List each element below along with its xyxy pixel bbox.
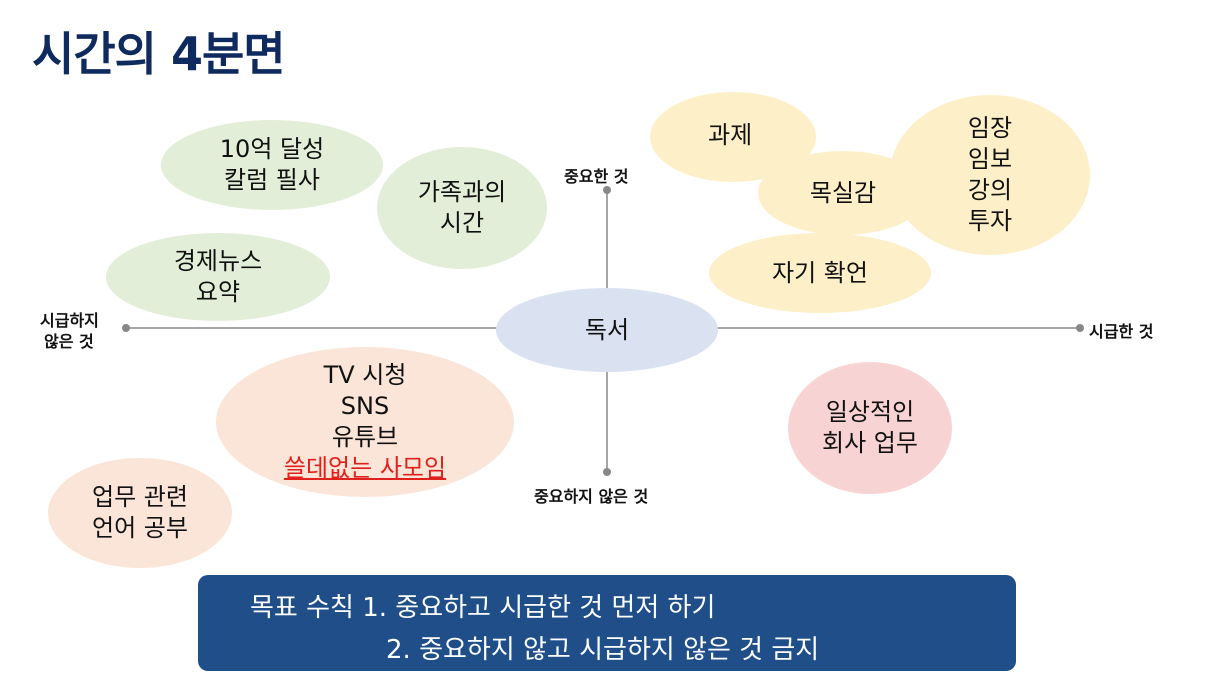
axis-label-important: 중요한 것 <box>564 167 629 186</box>
bubble-text: TV 시청 <box>323 361 407 389</box>
goal-rule-1: 목표 수칙 1. 중요하고 시급한 것 먼저 하기 <box>250 593 716 623</box>
bubble-text: 칼럼 필사 <box>224 166 320 194</box>
bubble-text: 일상적인 <box>825 398 915 426</box>
axis-label-not-urgent-2: 않은 것 <box>44 332 94 351</box>
bubble-text: 강의 <box>967 176 1013 204</box>
axis-end-dot <box>603 186 611 194</box>
bubble-news: 경제뉴스 요약 <box>106 233 330 321</box>
bubble-waste: TV 시청 SNS 유튜브 쓸데없는 사모임 <box>216 347 514 497</box>
bubble-text: 회사 업무 <box>822 429 918 457</box>
bubble-text: 자기 확언 <box>772 258 868 287</box>
bubble-text: 유튜브 <box>331 423 399 451</box>
bubble-text: 시간 <box>439 209 485 237</box>
bubble-text: SNS <box>340 392 390 420</box>
bubble-text: 경제뉴스 <box>173 247 263 275</box>
bubble-text: 독서 <box>584 315 630 344</box>
bubble-text: 가족과의 <box>417 178 507 206</box>
goal-rule-2: 2. 중요하지 않고 시급하지 않은 것 금지 <box>386 635 820 665</box>
bubble-text: 요약 <box>195 278 241 306</box>
bubble-text: 임보 <box>967 145 1013 173</box>
bubble-invest: 임장 임보 강의 투자 <box>890 95 1090 255</box>
bubble-text: 10억 달성 <box>219 135 325 163</box>
axis-end-dot <box>1076 324 1084 332</box>
axis-label-not-important: 중요하지 않은 것 <box>534 487 649 506</box>
axis-end-dot <box>122 324 130 332</box>
axis-label-not-urgent-1: 시급하지 <box>40 311 99 330</box>
bubble-work: 일상적인 회사 업무 <box>788 362 952 494</box>
bubble-text: 언어 공부 <box>92 514 188 542</box>
bubble-reading: 독서 <box>496 288 718 372</box>
goal-rules-box: 목표 수칙 1. 중요하고 시급한 것 먼저 하기 2. 중요하지 않고 시급하… <box>198 575 1016 671</box>
bubble-text: 투자 <box>967 207 1013 235</box>
axis-label-urgent: 시급한 것 <box>1089 322 1154 341</box>
bubble-family: 가족과의 시간 <box>377 147 547 269</box>
page-title: 시간의 4분면 <box>32 27 286 81</box>
bubble-affirmation: 자기 확언 <box>709 233 931 313</box>
bubble-text: 업무 관련 <box>92 483 188 511</box>
bubble-text-highlight: 쓸데없는 사모임 <box>283 454 447 482</box>
bubble-language: 업무 관련 언어 공부 <box>48 458 232 568</box>
bubble-gratitude: 목실감 <box>758 151 928 235</box>
bubble-goal-column: 10억 달성 칼럼 필사 <box>161 120 383 210</box>
axis-end-dot <box>603 468 611 476</box>
bubble-text: 임장 <box>967 114 1013 142</box>
bubble-text: 목실감 <box>809 178 877 207</box>
bubble-text: 과제 <box>708 121 753 149</box>
